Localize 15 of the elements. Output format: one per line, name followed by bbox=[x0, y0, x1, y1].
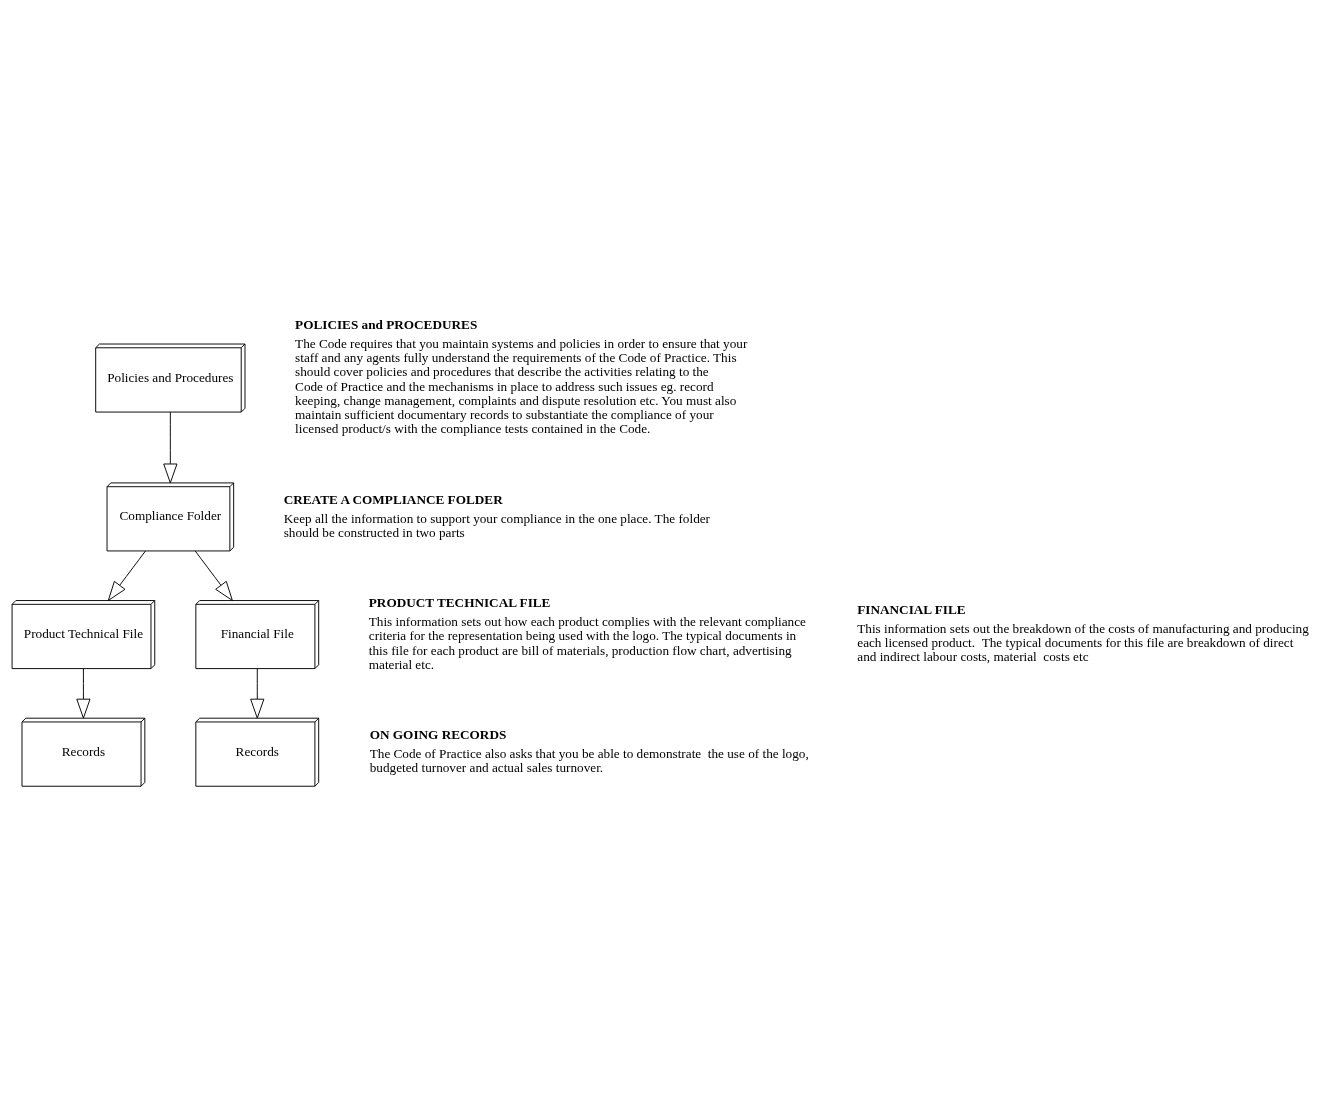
label: POLICIES and PROCEDURES bbox=[295, 316, 478, 332]
label: CREATE A COMPLIANCE FOLDER bbox=[283, 491, 503, 507]
label: This information sets out how each product complies with the relevant compliance criteria for the representation being used with the logo. The typical documents in this file for each product are bill of materials, production flow chart, advertising material etc. bbox=[368, 613, 806, 672]
label: The Code of Practice also asks that you be able to demonstrate the use of the logo, budgeted turnover and actual sales turnover. bbox=[369, 745, 809, 775]
label: The Code requires that you maintain systems and policies in order to ensure that your staff and any agents fully understand the requirements of the Code of Practice. This should cover policies and procedures that describe the activities relating to the Code of Practice and the mechanisms in place to address such issues eg. record keeping, change management, complaints and dispute resolution etc. You must also maintain sufficient documentary records to substantiate the compliance of your licensed product/s with the compliance tests contained in the Code. bbox=[295, 335, 748, 436]
arrow bbox=[107, 550, 146, 601]
label: FINANCIAL FILE bbox=[857, 601, 966, 617]
arrow bbox=[194, 550, 233, 601]
label: ON GOING RECORDS bbox=[369, 726, 507, 742]
arrow bbox=[76, 667, 91, 719]
label: Keep all the information to support your compliance in the one place. The folder should be constructed in two parts bbox=[283, 510, 711, 540]
arrow bbox=[163, 411, 178, 483]
arrow bbox=[250, 667, 265, 719]
label: PRODUCT TECHNICAL FILE bbox=[368, 594, 551, 610]
label: This information sets out the breakdown of the costs of manufacturing and producing each licensed product. The typical documents for this file are breakdown of direct and indirect labour costs, material costs etc bbox=[857, 620, 1309, 664]
